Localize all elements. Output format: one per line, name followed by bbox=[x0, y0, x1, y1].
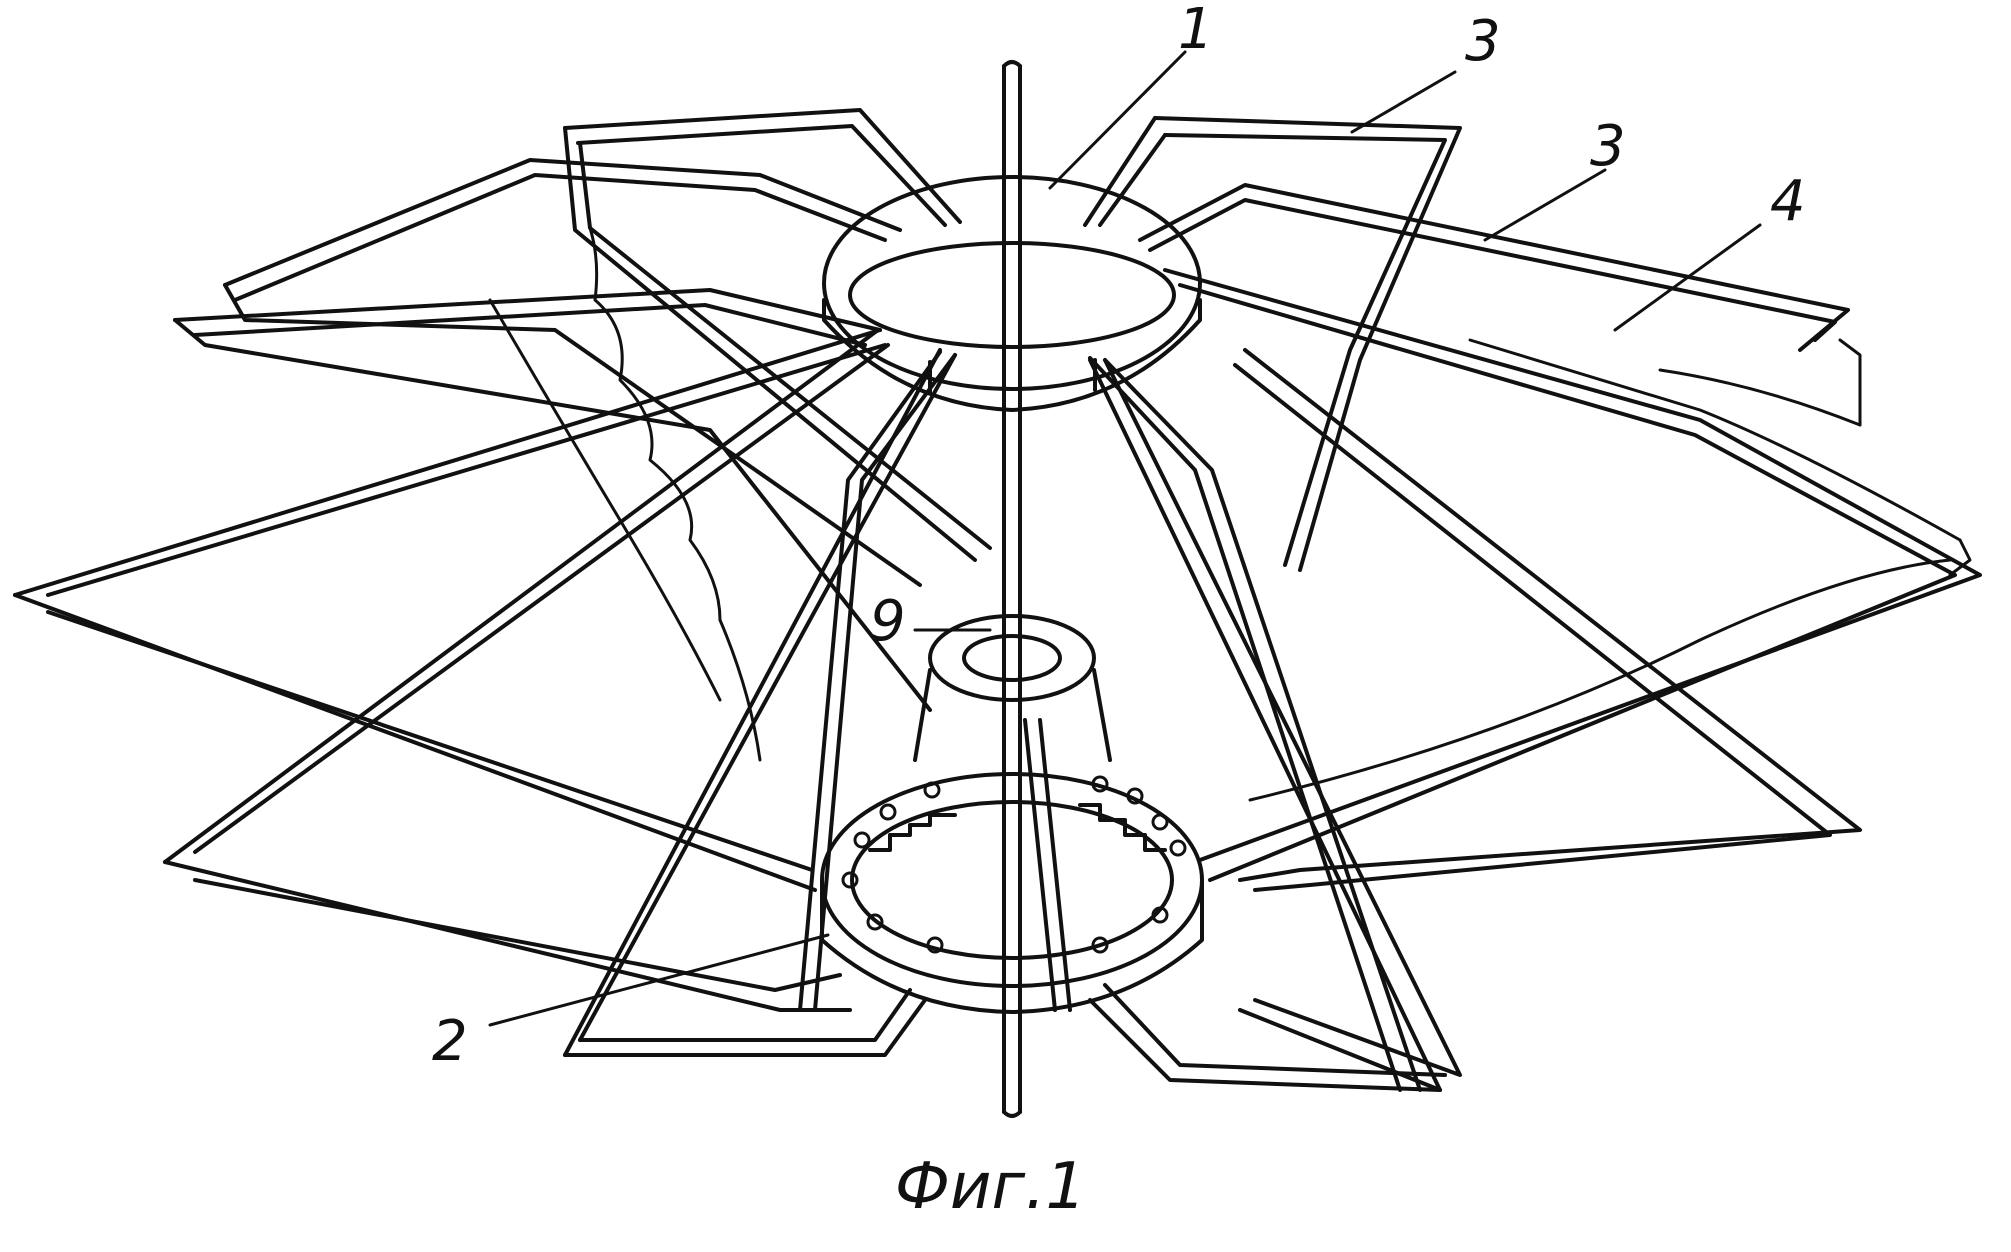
label-9: 9 bbox=[870, 589, 906, 654]
frame-lower-left bbox=[163, 328, 890, 1012]
frame-lower-right bbox=[1233, 348, 1862, 892]
frame-bottom-right bbox=[1088, 358, 1462, 1092]
hub-ring bbox=[913, 614, 1112, 762]
label-3-top: 3 bbox=[1465, 9, 1501, 74]
spokes bbox=[798, 350, 1422, 1092]
label-2: 2 bbox=[432, 1009, 468, 1074]
frame-upper-left-1 bbox=[563, 108, 992, 562]
frame-left bbox=[173, 288, 932, 712]
label-4: 4 bbox=[1770, 169, 1806, 234]
label-3-middle: 3 bbox=[1590, 114, 1626, 179]
label-1: 1 bbox=[1178, 0, 1214, 62]
figure-caption: Фиг.1 bbox=[894, 1150, 1087, 1224]
membrane-sheet bbox=[488, 226, 1972, 802]
central-mast bbox=[1002, 60, 1022, 1118]
frame-upper-right-1 bbox=[1083, 116, 1462, 572]
leader-lines bbox=[488, 50, 1762, 1027]
lower-ring bbox=[820, 772, 1204, 1014]
frame-right bbox=[1163, 268, 1982, 882]
frame-bottom-left bbox=[563, 348, 957, 1057]
frame-upper-right-2 bbox=[1138, 183, 1850, 352]
frame-far-left bbox=[13, 328, 887, 892]
upper-ring bbox=[822, 175, 1202, 412]
